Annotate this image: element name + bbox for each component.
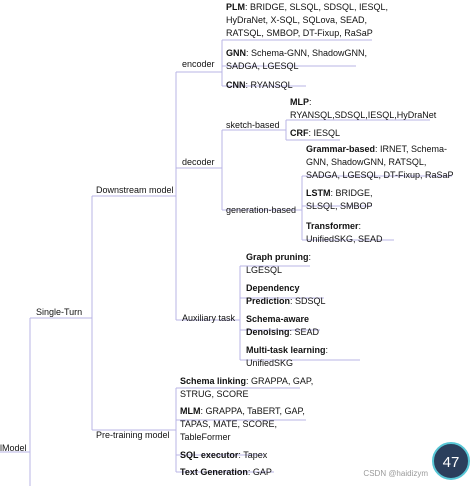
node-auxiliary-task: Auxiliary task: [182, 313, 236, 323]
leaf-grammar-based: Grammar-based: IRNET, Schema- GNN, Shado…: [306, 144, 454, 180]
leaf-dependency-prediction: Dependency Prediction: SDSQL: [246, 283, 326, 306]
node-encoder: encoder: [182, 59, 215, 69]
leaf-schema-linking: Schema linking: GRAPPA, GAP, STRUG, SCOR…: [180, 376, 314, 399]
root-label: lModel: [0, 443, 27, 453]
leaf-cnn: CNN: RYANSQL: [226, 80, 293, 90]
leaf-transformer: Transformer: UnifiedSKG, SEAD: [306, 221, 383, 244]
leaf-graph-pruning: Graph pruning: LGESQL: [246, 252, 312, 275]
node-single-turn: Single-Turn: [36, 307, 83, 317]
node-downstream-model: Downstream model: [96, 185, 174, 195]
watermark: CSDN @haidizym: [363, 469, 428, 478]
node-sketch-based: sketch-based: [226, 120, 280, 130]
node-generation-based: generation-based: [226, 205, 297, 215]
leaf-multitask-learning: Multi-task learning: UnifiedSKG: [246, 345, 329, 368]
node-pretraining-model: Pre-training model: [96, 430, 170, 440]
leaf-mlm: MLM: GRAPPA, TaBERT, GAP, TAPAS, MATE, S…: [180, 406, 305, 442]
leaf-sql-executor: SQL executor: Tapex: [180, 450, 268, 460]
leaf-gnn: GNN: Schema-GNN, ShadowGNN, SADGA, LGESQ…: [226, 48, 368, 71]
leaf-mlp: MLP: RYANSQL,SDSQL,IESQL,HyDraNet: [290, 97, 437, 120]
floating-badge[interactable]: 47: [432, 442, 470, 480]
leaf-plm: PLM: BRIDGE, SLSQL, SDSQL, IESQL, HyDraN…: [226, 2, 389, 38]
node-decoder: decoder: [182, 157, 215, 167]
leaf-text-generation: Text Generation: GAP: [180, 467, 272, 477]
leaf-lstm: LSTM: BRIDGE, SLSQL, SMBOP: [306, 188, 373, 211]
leaf-crf: CRF: IESQL: [290, 128, 341, 138]
leaf-schema-aware-denoising: Schema-aware Denoising: SEAD: [246, 314, 320, 337]
